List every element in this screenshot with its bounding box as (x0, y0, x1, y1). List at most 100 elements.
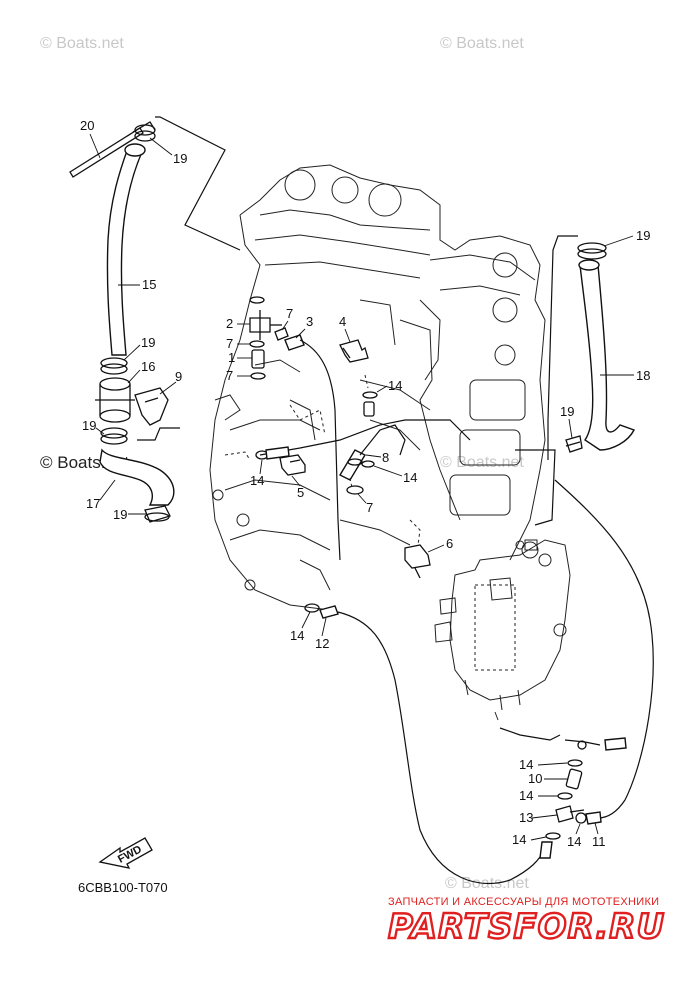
leader-7-top (281, 320, 289, 331)
leader-frame-18b (515, 449, 556, 526)
leader-19-mid (123, 344, 141, 361)
joint-part-16 (95, 377, 135, 423)
callout-19-right-top: 19 (636, 228, 650, 243)
callout-19-mid: 19 (141, 335, 155, 350)
hose-part-11 (585, 811, 602, 825)
callout-14-h: 14 (567, 834, 581, 849)
pipe-vst-right (604, 737, 627, 751)
callout-14-f: 14 (519, 788, 533, 803)
footer-logo: PARTSFOR.RU (388, 907, 665, 947)
leader-8 (365, 454, 382, 458)
hose-line-right (554, 479, 654, 819)
clamp-part-19-bottom (144, 505, 171, 523)
callout-14-d: 14 (290, 628, 304, 643)
callout-19-top: 19 (173, 151, 187, 166)
leader-19-low (95, 427, 105, 435)
footer-branding: ЗАПЧАСТИ И АКСЕССУАРЫ ДЛЯ МОТОТЕХНИКИ PA… (387, 896, 665, 948)
callout-14-a: 14 (388, 378, 402, 393)
clamp-part-19-mid (100, 357, 128, 375)
clip-part-14-d (304, 603, 320, 613)
callout-1: 1 (228, 350, 235, 365)
callout-7-low: 7 (226, 368, 233, 383)
callout-5: 5 (297, 485, 304, 500)
holder-part-6 (404, 544, 431, 579)
callout-14-e: 14 (519, 757, 533, 772)
leader-frame-15 (155, 116, 241, 251)
footer-tagline: ЗАПЧАСТИ И АКСЕССУАРЫ ДЛЯ МОТОТЕХНИКИ (388, 896, 659, 908)
pipe-bottom (539, 841, 553, 859)
clip-part-14-a (362, 374, 378, 399)
leader-14-b (373, 465, 403, 477)
leader-9 (159, 381, 177, 395)
callout-layer: 20 19 15 19 16 9 19 17 19 2 7 3 4 7 1 7 (80, 118, 650, 849)
leader-17 (99, 479, 116, 501)
pipe-near-14a (363, 401, 375, 417)
callout-16: 16 (141, 359, 155, 374)
callout-9: 9 (175, 369, 182, 384)
fitting-vst-small (577, 740, 587, 750)
clamp-part-19-right-low (565, 435, 583, 453)
holder-part-5 (279, 454, 306, 476)
clamp-part-19-low (100, 427, 128, 445)
leader-19-top (149, 137, 173, 156)
clamp-part-19-top (134, 124, 156, 142)
callout-2: 2 (226, 316, 233, 331)
callout-7-mid: 7 (226, 336, 233, 351)
callout-15: 15 (142, 277, 156, 292)
leader-14-d (301, 611, 311, 629)
leader-19-right-low (568, 418, 573, 439)
leader-14-a (376, 385, 388, 393)
leader-12 (321, 617, 327, 637)
leader-14-g (530, 836, 547, 841)
hose-part-18 (578, 259, 635, 451)
leader-7-bottom (357, 493, 367, 504)
callout-7-bottom: 7 (366, 500, 373, 515)
leader-14-h (575, 823, 581, 835)
watermark-top-left: © Boats.net (40, 35, 124, 52)
clip-part-7-a (249, 296, 265, 348)
fitting-part-13 (555, 805, 585, 823)
vapor-separator-assembly (434, 539, 571, 721)
leader-6 (427, 544, 445, 553)
hose-part-12 (319, 605, 339, 619)
holder-part-4 (339, 339, 369, 363)
clip-part-14-h (575, 812, 587, 824)
hose-line-mid (259, 419, 471, 456)
callout-14-c: 14 (250, 473, 264, 488)
leader-13 (531, 814, 558, 819)
callout-17: 17 (86, 496, 100, 511)
clip-part-14-e (567, 759, 583, 767)
callout-8: 8 (382, 450, 389, 465)
pipe-vst-left (499, 727, 561, 741)
callout-18: 18 (636, 368, 650, 383)
callout-4: 4 (339, 314, 346, 329)
callout-7-top: 7 (286, 306, 293, 321)
hose-line-main (299, 339, 341, 561)
leader-11 (594, 822, 599, 835)
pipe-part-1 (251, 349, 265, 369)
leader-20 (89, 133, 101, 159)
hose-part-17 (99, 427, 180, 506)
clip-part-7-b (250, 372, 266, 380)
leader-5 (291, 475, 301, 487)
leader-frame-18 (547, 235, 578, 460)
engine-block (209, 164, 546, 611)
leader-19-right-top (603, 235, 634, 247)
pipe-part-10 (565, 768, 583, 790)
clip-part-7-c (274, 327, 289, 341)
diagram-code: 6CBB100-T070 (78, 880, 168, 895)
hose-part-15 (106, 143, 146, 356)
fwd-arrow-icon: FWD (98, 837, 153, 869)
callout-14-g: 14 (512, 832, 526, 847)
leader-4 (344, 328, 351, 343)
callout-19-bottom: 19 (113, 507, 127, 522)
callout-6: 6 (446, 536, 453, 551)
fitting-left-dashed (224, 451, 251, 461)
hose-part-8 (339, 424, 406, 481)
hose-part-3 (284, 334, 305, 351)
leader-14-c (259, 459, 263, 475)
leader-16 (127, 369, 141, 384)
clip-part-14-b (347, 458, 375, 468)
callout-19-low: 19 (82, 418, 96, 433)
